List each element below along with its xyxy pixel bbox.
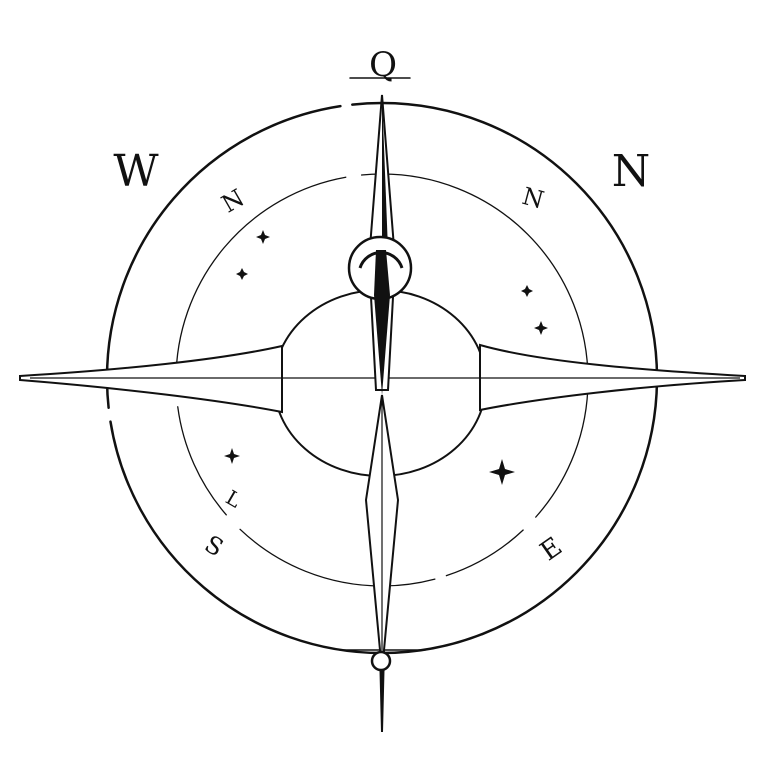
label-n-outer: N — [612, 146, 651, 197]
star-icon — [236, 268, 248, 280]
bottom-pivot — [370, 650, 392, 672]
star-icon — [224, 448, 240, 464]
horizontal-needle — [19, 343, 746, 414]
label-l: L — [222, 485, 246, 512]
top-mark: Q — [369, 45, 397, 85]
label-n-inner-left: N — [217, 184, 249, 219]
star-icon — [521, 285, 533, 297]
label-e: E — [535, 532, 568, 567]
star-icon — [256, 230, 270, 244]
star-icon — [534, 321, 548, 335]
stars — [224, 230, 548, 485]
star-icon — [489, 459, 515, 485]
label-n-inner-right: N — [519, 182, 547, 214]
label-s: S — [200, 530, 228, 562]
label-w: W — [113, 146, 159, 197]
